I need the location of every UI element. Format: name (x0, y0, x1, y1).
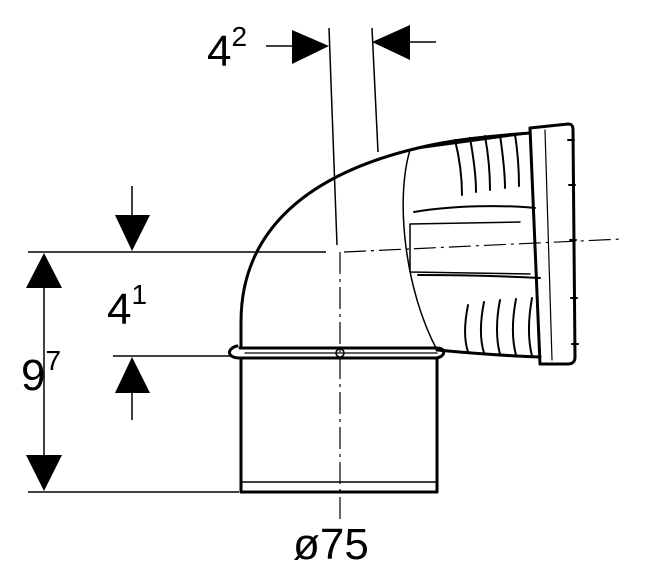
diameter-label: ø75 (293, 520, 369, 569)
connection-flange (528, 122, 577, 366)
horizontal-centerline (343, 238, 623, 253)
offset-extension-left (328, 27, 338, 246)
upper-height-dim-label: 41 (107, 279, 147, 334)
total-height-dim-label: 97 (21, 345, 61, 400)
flange-inner-line (544, 129, 553, 361)
total-arrow-up (26, 253, 62, 288)
offset-arrow-left-pointing (372, 25, 410, 60)
upper-ribs (413, 132, 536, 213)
lower-ribs (417, 274, 541, 357)
center-lines (339, 238, 623, 520)
arrowheads (26, 25, 410, 491)
flange-teeth (567, 139, 579, 345)
elbow-fitting (228, 122, 579, 494)
offset-arrow-right-pointing (292, 30, 329, 64)
offset-extension-right (371, 27, 379, 153)
total-arrow-down (26, 455, 62, 491)
upper-arrow-down (115, 215, 150, 251)
upper-arrow-up (115, 357, 150, 393)
middle-insert (409, 221, 531, 275)
offset-dim-label: 42 (207, 21, 247, 76)
elbow-outer-curve (239, 146, 420, 350)
elbow-inner-curve (402, 149, 438, 351)
elbow-bottom-edge (435, 348, 542, 359)
dimension-lines (28, 27, 436, 493)
lower-spigot (239, 356, 439, 494)
